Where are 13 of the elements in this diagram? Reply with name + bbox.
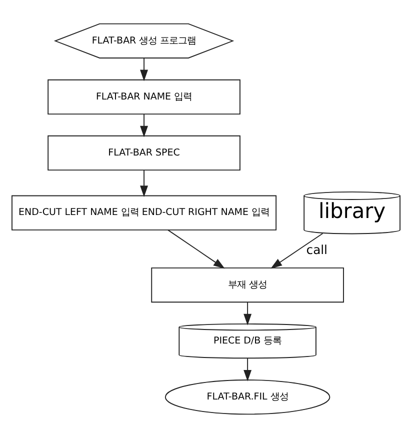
node-box: 부재 생성 xyxy=(151,266,344,302)
arrow xyxy=(140,113,148,137)
arrow xyxy=(168,229,225,268)
node-ellipse: FLAT-BAR.FIL 생성 xyxy=(164,379,330,414)
arrow xyxy=(270,232,324,268)
node-box: FLAT-BAR NAME 입력 xyxy=(48,78,240,114)
node-box: END-CUT LEFT NAME 입력 END-CUT RIGHT NAME 입력 xyxy=(12,194,277,230)
arrow xyxy=(140,169,148,197)
node-box: FLAT-BAR SPEC xyxy=(48,134,240,170)
arrow xyxy=(140,57,148,81)
edge-label: call xyxy=(306,242,328,257)
arrow xyxy=(244,301,252,325)
arrow xyxy=(244,357,252,381)
